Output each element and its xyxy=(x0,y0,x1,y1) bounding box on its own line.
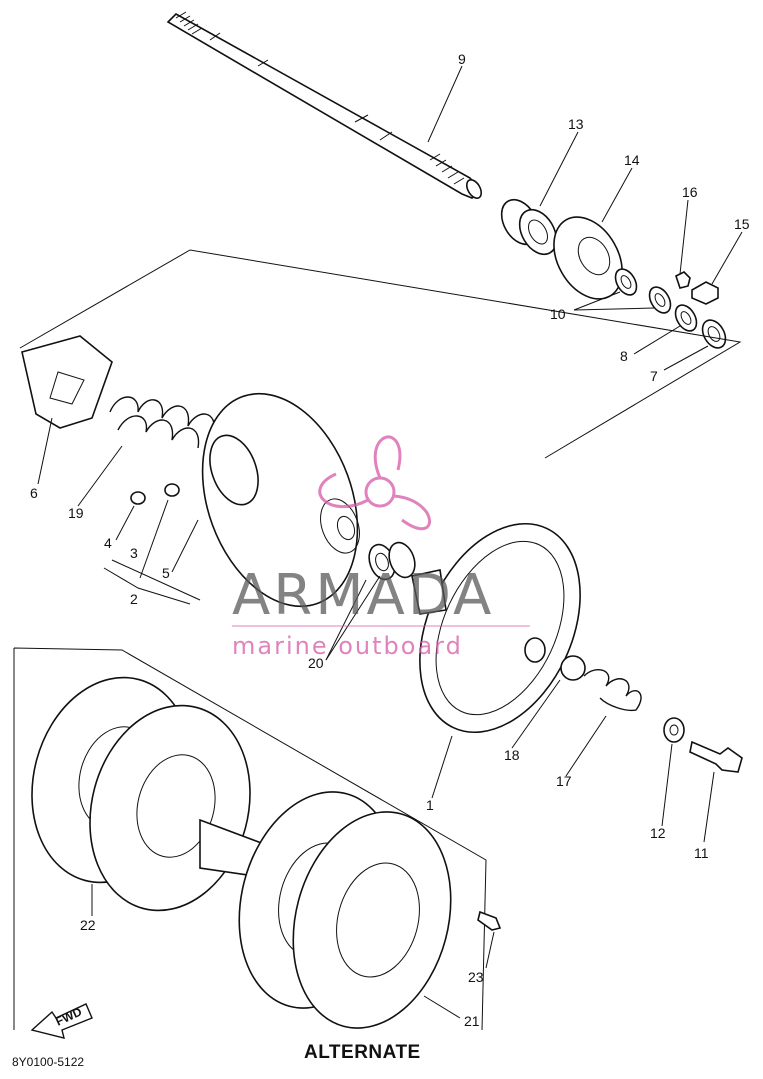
label-17: 17 xyxy=(556,773,572,789)
leader-lines xyxy=(37,65,743,1019)
label-18: 18 xyxy=(504,747,520,763)
cam-part xyxy=(21,335,113,429)
label-5: 5 xyxy=(162,565,170,581)
label-21: 21 xyxy=(464,1013,480,1029)
sheave-part xyxy=(201,392,360,608)
label-20: 20 xyxy=(308,655,324,671)
label-23: 23 xyxy=(468,969,484,985)
bearing-housing-part xyxy=(553,216,623,300)
upper-group-outline xyxy=(19,249,742,459)
watermark-tagline: marine outboard xyxy=(232,632,463,660)
alternate-group-outline xyxy=(13,647,487,1031)
shaft-part xyxy=(166,11,483,199)
label-6: 6 xyxy=(30,485,38,501)
bearing-part xyxy=(500,198,558,256)
screw-parts xyxy=(130,483,180,505)
spider-ring-part xyxy=(411,522,581,734)
label-9: 9 xyxy=(458,51,466,67)
label-2: 2 xyxy=(130,591,138,607)
label-12: 12 xyxy=(650,825,666,841)
label-8: 8 xyxy=(620,348,628,364)
label-16: 16 xyxy=(682,184,698,200)
watermark-logo-icon xyxy=(318,435,431,531)
label-4: 4 xyxy=(104,535,112,551)
label-13: 13 xyxy=(568,116,584,132)
fwd-arrow-icon: FWD xyxy=(30,1003,93,1039)
label-3: 3 xyxy=(130,545,138,561)
label-22: 22 xyxy=(80,917,96,933)
roller-spring-part xyxy=(560,655,642,712)
disc-part xyxy=(31,676,251,912)
washer-pair-part xyxy=(368,541,416,581)
group-bracket xyxy=(103,567,191,605)
watermark: ARMADA marine outboard xyxy=(232,435,530,660)
label-15: 15 xyxy=(734,216,750,232)
bolt-washer-part xyxy=(663,717,743,773)
washers-and-bolts xyxy=(614,268,727,349)
watermark-brand: ARMADA xyxy=(232,563,494,628)
label-19: 19 xyxy=(68,505,84,521)
label-7: 7 xyxy=(650,368,658,384)
alternate-sheave-part xyxy=(238,791,452,1029)
diagram-code: 8Y0100-5122 xyxy=(12,1055,84,1069)
part-number-labels: 9 13 14 16 15 10 8 7 6 19 4 3 5 2 20 18 … xyxy=(30,51,750,1029)
label-14: 14 xyxy=(624,152,640,168)
screw-23-part xyxy=(477,910,502,931)
label-10: 10 xyxy=(550,306,566,322)
label-1: 1 xyxy=(426,797,434,813)
alternate-label: ALTERNATE xyxy=(304,1042,421,1063)
label-11: 11 xyxy=(694,845,709,861)
